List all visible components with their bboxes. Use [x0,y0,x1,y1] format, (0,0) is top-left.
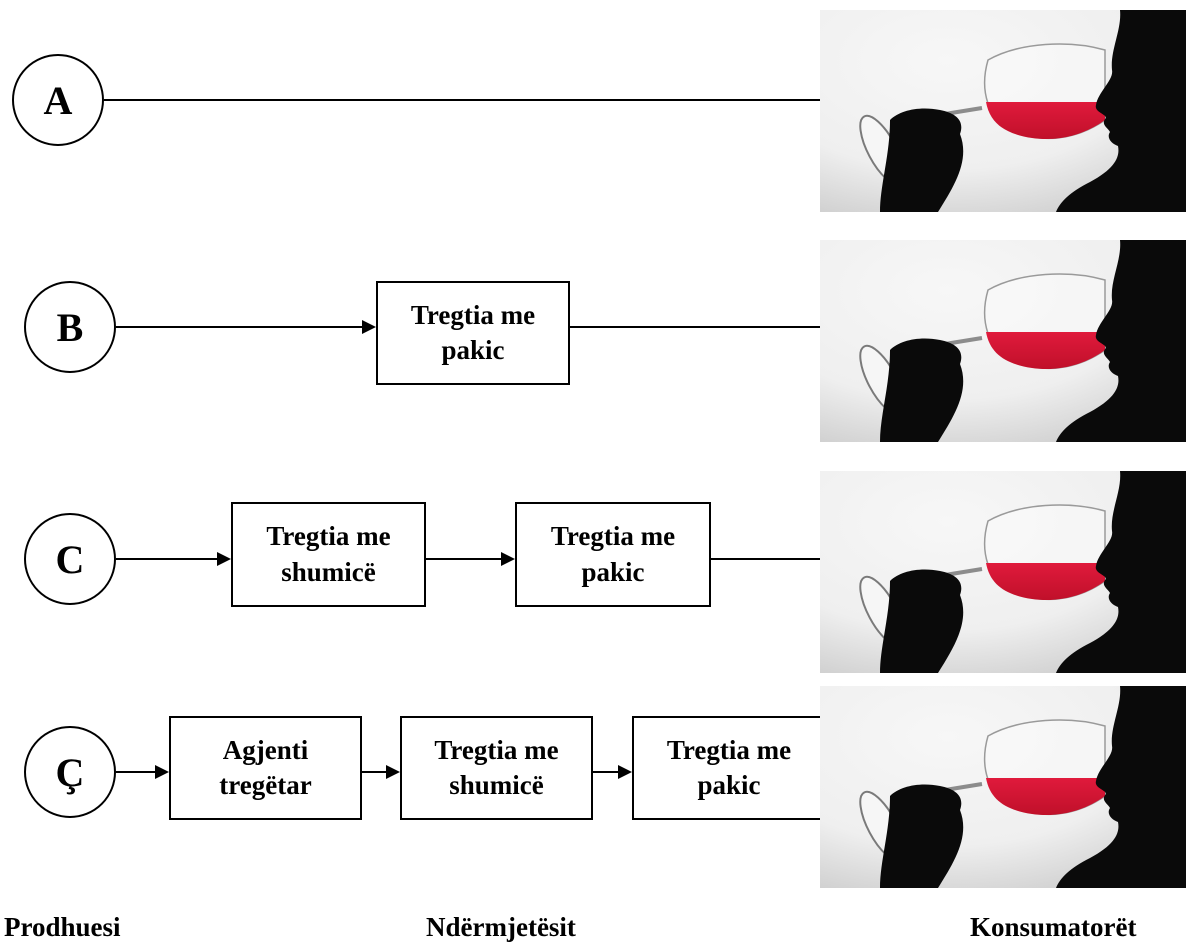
arrow-d1-line [116,771,155,773]
channel-b-label: B [56,304,84,350]
channel-c-cedilla-circle: Ç [24,726,116,818]
box-c-wholesale: Tregtia me shumicë [231,502,426,607]
intermediaries-label: Ndërmjetësit [426,912,576,942]
channel-a-label: A [43,77,73,123]
arrow-d2-head [386,765,400,779]
box-b-retail-label: Tregtia me pakic [410,299,536,365]
box-d-wholesale-label: Tregtia me shumicë [434,734,559,800]
channel-c-circle: C [24,513,116,605]
arrow-b1-head [362,320,376,334]
arrow-b2-line [570,326,834,328]
consumer-photo [820,10,1186,212]
channel-a-circle: A [12,54,104,146]
box-d-agent: Agjenti tregëtar [169,716,362,820]
arrow-d1-head [155,765,169,779]
consumer-photo [820,240,1186,442]
channel-b-circle: B [24,281,116,373]
consumer-photo [820,686,1186,888]
consumers-label: Konsumatorët [970,912,1137,942]
box-d-agent-label: Agjenti tregëtar [219,734,312,800]
arrow-d3-line [593,771,618,773]
arrow-c1-head [217,552,231,566]
arrow-c2-head [501,552,515,566]
box-b-retail: Tregtia me pakic [376,281,570,385]
box-d-retail: Tregtia me pakic [632,716,826,820]
arrow-c1-line [116,558,217,560]
arrow-d3-head [618,765,632,779]
channel-c-label: C [55,536,85,582]
arrow-c2-line [426,558,501,560]
producer-label: Prodhuesi [4,912,121,942]
box-c-wholesale-label: Tregtia me shumicë [266,521,391,587]
box-d-retail-label: Tregtia me pakic [666,734,792,800]
box-d-wholesale: Tregtia me shumicë [400,716,593,820]
arrow-c3-line [711,558,834,560]
channel-c-cedilla-label: Ç [55,749,85,795]
arrow-d2-line [362,771,386,773]
arrow-a-line [104,99,834,101]
box-c-retail-label: Tregtia me pakic [550,521,676,587]
box-c-retail: Tregtia me pakic [515,502,711,607]
arrow-b1-line [116,326,362,328]
consumer-photo [820,471,1186,673]
